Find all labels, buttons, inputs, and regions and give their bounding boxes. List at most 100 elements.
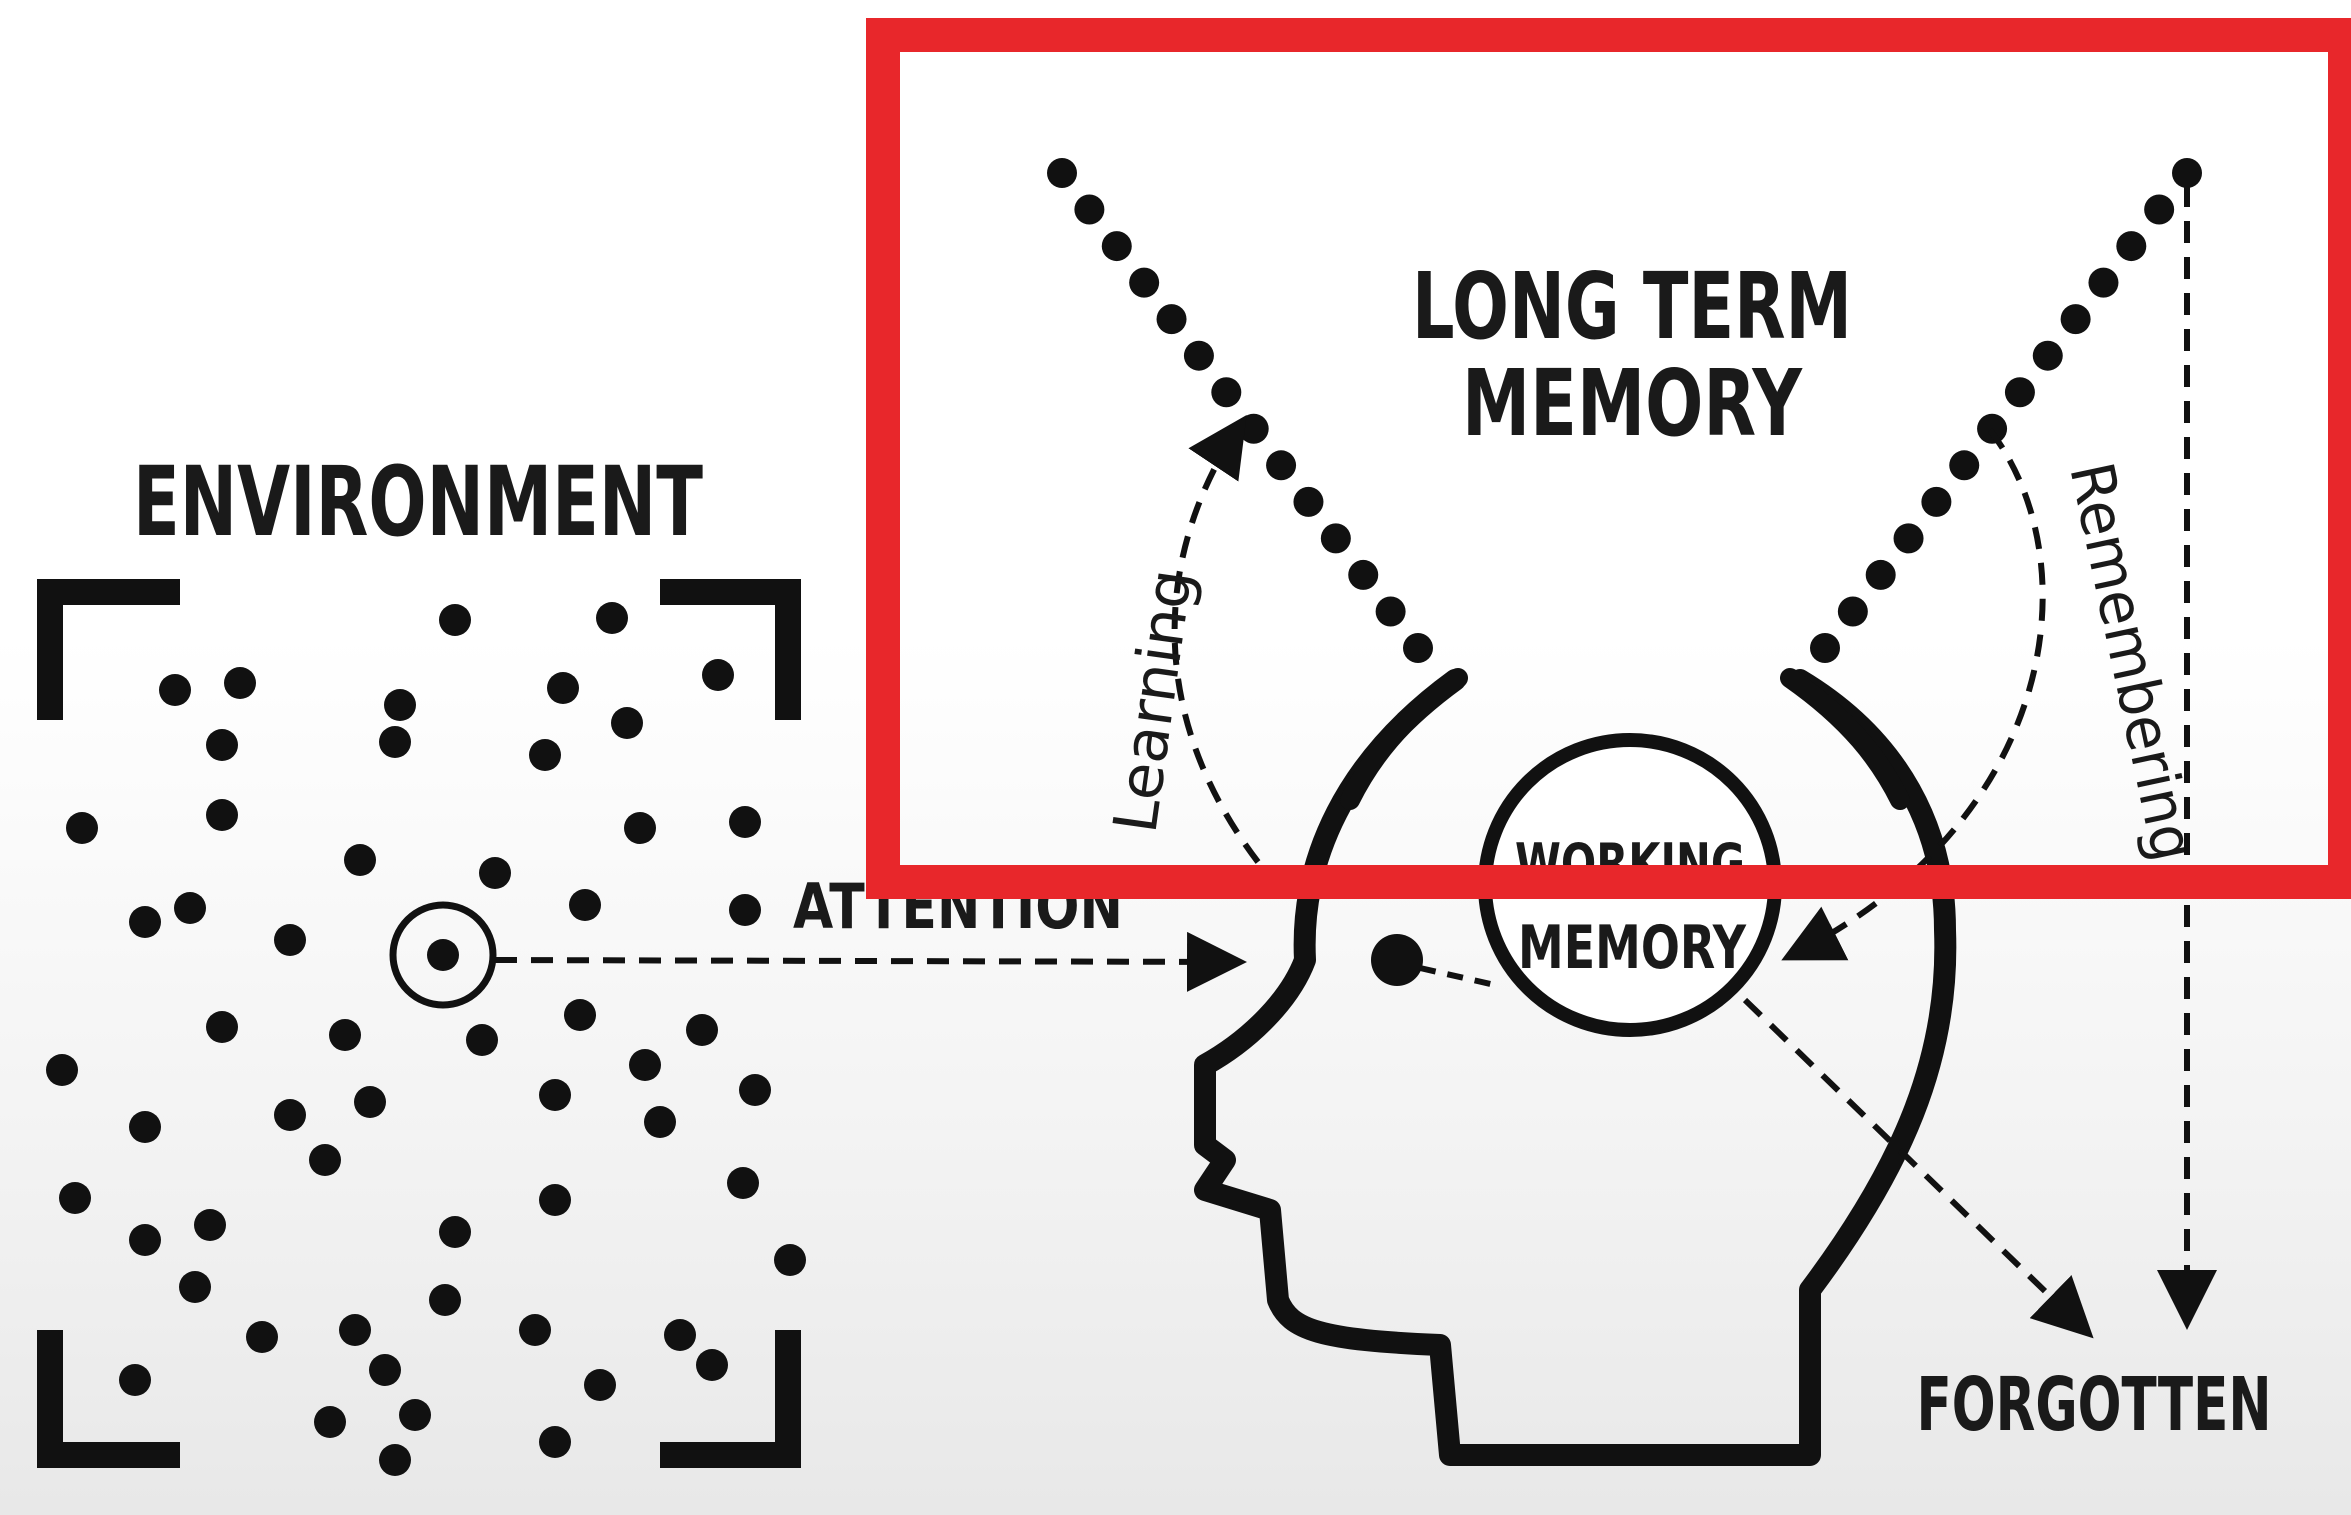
- environment-dot: [466, 1024, 498, 1056]
- environment-dot: [439, 1216, 471, 1248]
- head-silhouette: [1194, 669, 1957, 1466]
- working-memory-label-line2: MEMORY: [1518, 913, 1747, 983]
- funnel-dot-right: [2116, 231, 2147, 262]
- environment-dot: [696, 1349, 728, 1381]
- funnel-dot-right: [2060, 304, 2091, 335]
- funnel-dot-right: [1949, 450, 1980, 481]
- highlight-box: [866, 18, 2351, 899]
- focused-stimulus: [389, 901, 497, 1009]
- environment-dot: [66, 812, 98, 844]
- funnel-dot-left: [1348, 559, 1379, 590]
- funnel-dot-left: [1320, 523, 1351, 554]
- environment-dot: [664, 1319, 696, 1351]
- funnel-dot-left: [1293, 486, 1324, 517]
- funnel-dot-left: [1266, 450, 1297, 481]
- attended-item-dot: [1371, 934, 1423, 986]
- funnel-dot-left: [1129, 267, 1160, 298]
- environment-dot: [702, 659, 734, 691]
- environment-dot: [206, 729, 238, 761]
- environment-dot: [439, 604, 471, 636]
- learning-arrow: [1171, 415, 1261, 864]
- attended-to-working-link: [1419, 965, 1496, 988]
- environment-label: ENVIRONMENT: [133, 446, 703, 558]
- frame-corner-top-left: [37, 579, 180, 720]
- environment-dot: [224, 667, 256, 699]
- environment-dot: [399, 1399, 431, 1431]
- environment-dot: [379, 1444, 411, 1476]
- funnel-dot-right: [1865, 559, 1896, 590]
- funnel-dot-right: [1810, 633, 1840, 663]
- frame-corner-top-right: [660, 579, 801, 720]
- environment-dot: [129, 906, 161, 938]
- environment-dot: [379, 726, 411, 758]
- environment-dot: [539, 1079, 571, 1111]
- environment-dot: [569, 889, 601, 921]
- environment-dot: [539, 1426, 571, 1458]
- environment-dot: [644, 1106, 676, 1138]
- environment-dot: [119, 1364, 151, 1396]
- environment-dot: [344, 844, 376, 876]
- environment-stimuli: [46, 602, 806, 1476]
- learning-label: Learning: [1101, 565, 1207, 837]
- environment-dot: [274, 1099, 306, 1131]
- funnel-dot-left: [1403, 633, 1433, 663]
- funnel-dot-right: [2144, 194, 2175, 225]
- funnel-dot-right: [1921, 486, 1952, 517]
- environment-dot: [629, 1049, 661, 1081]
- environment-dot: [729, 894, 761, 926]
- environment-dot: [611, 707, 643, 739]
- environment-dot: [206, 799, 238, 831]
- environment-dot: [206, 1011, 238, 1043]
- environment-dot: [686, 1014, 718, 1046]
- environment-dot: [369, 1354, 401, 1386]
- frame-corner-bottom-left: [37, 1330, 180, 1468]
- environment-dot: [479, 857, 511, 889]
- environment-dot: [539, 1184, 571, 1216]
- environment-dot: [384, 689, 416, 721]
- environment-dot: [519, 1314, 551, 1346]
- environment-dot: [529, 739, 561, 771]
- environment-dot: [179, 1271, 211, 1303]
- environment-dot: [309, 1144, 341, 1176]
- environment-frame: [37, 579, 801, 1468]
- environment-dot: [314, 1406, 346, 1438]
- funnel-dot-right: [1893, 523, 1924, 554]
- environment-dot: [774, 1244, 806, 1276]
- funnel-dot-left: [1074, 194, 1105, 225]
- environment-dot: [727, 1167, 759, 1199]
- environment-dot: [564, 999, 596, 1031]
- funnel-dot-right: [2088, 267, 2119, 298]
- funnel-dot-right: [2172, 158, 2202, 188]
- forgotten-arrow-from-working-memory: [1742, 997, 2094, 1339]
- environment-dot: [59, 1182, 91, 1214]
- environment-dot: [129, 1224, 161, 1256]
- environment-dot: [429, 1284, 461, 1316]
- environment-dot: [354, 1086, 386, 1118]
- funnel-dot-right: [1837, 596, 1868, 627]
- environment-dot: [159, 674, 191, 706]
- attention-arrow: [494, 931, 1247, 992]
- head-arc-left: [1340, 668, 1468, 810]
- environment-dot: [596, 602, 628, 634]
- environment-dot: [274, 924, 306, 956]
- environment-dot: [584, 1369, 616, 1401]
- funnel-dot-left: [1047, 158, 1077, 188]
- funnel-dot-left: [1183, 340, 1214, 371]
- funnel-dot-right: [2004, 377, 2035, 408]
- environment-dot: [729, 806, 761, 838]
- focus-ring: [389, 901, 497, 1009]
- environment-dot: [246, 1321, 278, 1353]
- environment-dot: [547, 672, 579, 704]
- funnel-dot-left: [1238, 413, 1269, 444]
- forgotten-label: FORGOTTEN: [1917, 1362, 2272, 1448]
- focus-dot: [427, 939, 459, 971]
- funnel-dot-left: [1375, 596, 1406, 627]
- environment-dot: [174, 892, 206, 924]
- environment-dot: [129, 1111, 161, 1143]
- funnel-dot-left: [1211, 377, 1242, 408]
- funnel-dot-left: [1156, 304, 1187, 335]
- environment-dot: [194, 1209, 226, 1241]
- environment-dot: [46, 1054, 78, 1086]
